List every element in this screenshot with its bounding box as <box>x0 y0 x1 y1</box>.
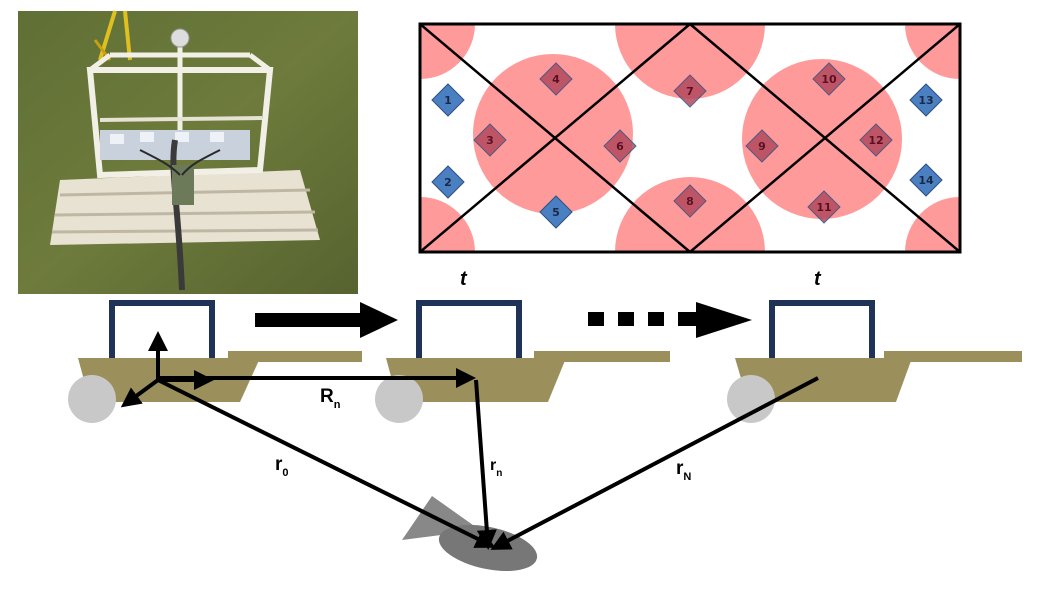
sensor-diamond <box>812 62 846 96</box>
sensor-number: 4 <box>552 73 560 86</box>
sensor-1: 1 <box>431 83 465 117</box>
coverage-regions <box>420 24 960 252</box>
sensor-4: 4 <box>539 62 573 96</box>
axis-out <box>120 378 160 408</box>
sensor-diamond <box>909 83 943 117</box>
sensor-7: 7 <box>673 74 707 108</box>
sensor-number: 11 <box>816 201 831 214</box>
sensor-8: 8 <box>673 184 707 218</box>
sensor-number: 13 <box>918 94 933 107</box>
sensor-5: 5 <box>539 195 573 229</box>
sensor-number: 8 <box>686 195 694 208</box>
sensor-diamond <box>539 62 573 96</box>
labels: t t Rn r0 rn rN <box>275 268 822 483</box>
sensor-diamond <box>909 163 943 197</box>
coverage-top-right <box>905 24 960 79</box>
motion-arrow-head <box>360 302 398 338</box>
cart-frame-1 <box>109 300 215 358</box>
sensor-number: 1 <box>444 94 452 107</box>
sensor-diamond <box>859 123 893 157</box>
sensor-2: 2 <box>431 165 465 199</box>
motion-arrow-head-2 <box>696 302 752 338</box>
sensor-number: 9 <box>758 140 766 153</box>
sensor-diamond <box>539 195 573 229</box>
sensor-9: 9 <box>745 129 779 163</box>
sensor-number: 2 <box>444 176 452 189</box>
cart-frame-3 <box>769 300 875 358</box>
label-r0: r0 <box>275 454 289 479</box>
sensor-number: 14 <box>918 174 934 187</box>
sensor-diamond <box>745 129 779 163</box>
label-rn: rn <box>490 457 502 479</box>
ground-pit-3 <box>735 358 912 402</box>
sensor-number: 3 <box>486 134 494 147</box>
sensor-diamond <box>431 165 465 199</box>
sensor-12: 12 <box>859 123 893 157</box>
sensor-number: 7 <box>686 85 694 98</box>
cart-frame-2 <box>416 300 522 358</box>
vector-r-n <box>474 379 497 550</box>
motion-arrow-shaft <box>255 313 365 327</box>
sensor-diamond <box>431 83 465 117</box>
sensor-diamond <box>673 74 707 108</box>
grid-border <box>418 22 962 254</box>
time-label-1: t <box>460 268 468 290</box>
sensor-11: 11 <box>807 190 841 224</box>
wheel-3 <box>727 375 775 423</box>
coverage-bottom-left <box>420 197 475 252</box>
wheel-1 <box>68 375 116 423</box>
sensor-number: 10 <box>821 73 837 86</box>
sensor-14: 14 <box>909 163 943 197</box>
coverage-top-left <box>420 24 475 79</box>
sensor-cart-photo <box>18 10 358 294</box>
sensor-10: 10 <box>812 62 846 96</box>
sensor-6: 6 <box>603 129 637 163</box>
vector-r-0 <box>157 378 496 548</box>
sensor-diamond <box>473 123 507 157</box>
sensor-3: 3 <box>473 123 507 157</box>
vector-r-N <box>490 376 819 550</box>
ground-strip-3 <box>884 351 1022 362</box>
ellipsis-dots <box>588 312 698 326</box>
sensor-13: 13 <box>909 83 943 117</box>
time-label-2: t <box>814 268 822 290</box>
ground-strip-2 <box>534 351 670 362</box>
sensor-number: 6 <box>616 140 624 153</box>
ground-strip-1 <box>228 351 362 362</box>
sensor-diamond <box>603 129 637 163</box>
coverage-bottom-right <box>905 197 960 252</box>
coverage-top-center <box>615 24 765 99</box>
wheel-2 <box>375 375 423 423</box>
sensor-number: 12 <box>868 134 883 147</box>
grid-diagonals <box>420 24 960 252</box>
sensor-diamond <box>807 190 841 224</box>
sensor-number: 5 <box>552 206 560 219</box>
label-rN: rN <box>676 458 691 483</box>
vector-arrows <box>120 331 819 550</box>
label-R: Rn <box>320 386 341 411</box>
sensor-diamond <box>673 184 707 218</box>
